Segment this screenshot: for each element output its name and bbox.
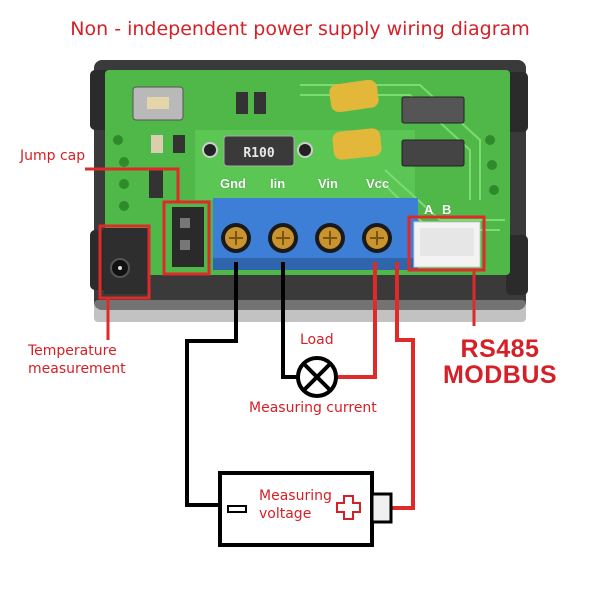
terminal-label-vcc: Vcc — [366, 176, 390, 191]
load-label: Load — [300, 332, 334, 348]
header-pins — [113, 135, 499, 211]
terminal-screw-vin — [315, 223, 345, 253]
iin-wire — [281, 262, 297, 379]
terminal-label-vin: Vin — [318, 176, 338, 191]
rs485-label: RS485 — [460, 335, 540, 363]
smd-resistors — [149, 92, 266, 198]
jumper-cap — [172, 207, 204, 267]
measuring-current-label: Measuring current — [249, 400, 377, 416]
jump-cap-leader — [85, 167, 180, 202]
modbus-label: MODBUS — [442, 361, 558, 389]
jumper-highlight-box — [162, 200, 211, 276]
rs485-highlight-box — [407, 215, 486, 272]
terminal-label-iin: Iin — [270, 176, 286, 191]
minus-icon — [227, 505, 247, 513]
terminal-screw-iin — [268, 223, 298, 253]
measuring-voltage-label-line1: Measuring — [259, 488, 332, 504]
terminal-screws — [221, 223, 392, 253]
mounting-hole — [202, 142, 218, 158]
terminal-screw-vcc — [362, 223, 392, 253]
rs485-connector — [413, 221, 481, 268]
mounting-hole — [297, 142, 313, 158]
connector-pin-a: A — [424, 202, 434, 217]
temperature-sensor-jack — [104, 228, 148, 294]
battery-icon — [218, 471, 393, 547]
terminal-label-gnd: Gnd — [220, 176, 246, 191]
temperature-label-line1: Temperature — [28, 343, 117, 359]
measuring-voltage-label-line2: voltage — [259, 506, 312, 522]
terminal-screw-gnd — [221, 223, 251, 253]
temperature-highlight-box — [98, 224, 151, 300]
temperature-label-line2: measurement — [28, 361, 126, 377]
gnd-wire — [185, 262, 238, 507]
vcc-voltage-wire — [392, 262, 415, 510]
resistor-marking: R100 — [243, 146, 274, 161]
capacitors — [329, 79, 382, 160]
push-button — [132, 86, 184, 121]
shunt-resistor: R100 — [223, 135, 295, 167]
connector-pin-b: B — [442, 202, 452, 217]
diagram-title: Non - independent power supply wiring di… — [70, 18, 530, 40]
vcc-load-wire — [338, 262, 377, 379]
diodes — [401, 96, 465, 167]
load-lamp-icon — [296, 356, 338, 398]
plus-icon — [336, 495, 361, 520]
jump-cap-label: Jump cap — [20, 148, 86, 164]
